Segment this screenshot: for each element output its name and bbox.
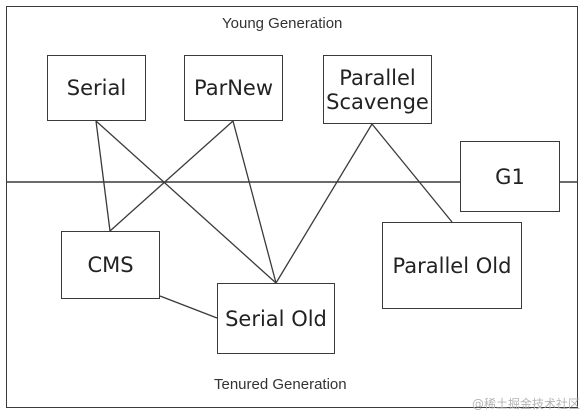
g1-collector-box: G1: [460, 141, 560, 212]
diagram-frame: [6, 6, 578, 408]
connector-parnew-cms: [109, 120, 234, 232]
connector-cms-serial-old: [159, 295, 218, 319]
tenured-generation-label: Tenured Generation: [214, 376, 347, 393]
parnew-collector-box: ParNew: [184, 55, 283, 121]
parallel-old-collector-box: Parallel Old: [382, 222, 522, 309]
serial-old-collector-box: Serial Old: [217, 283, 335, 354]
cms-collector-box: CMS: [61, 231, 160, 299]
connector-parallel-scavenge-parallel-old: [371, 123, 453, 223]
connector-parnew-serial-old: [232, 120, 277, 284]
young-generation-label: Young Generation: [222, 15, 343, 32]
parallel-scavenge-collector-box: Parallel Scavenge: [323, 55, 432, 124]
connector-serial-serial-old: [95, 120, 277, 284]
connector-serial-cms: [95, 120, 111, 232]
connector-parallel-scavenge-serial-old: [275, 123, 373, 284]
watermark: @稀土掘金技术社区: [471, 397, 580, 411]
serial-collector-box: Serial: [47, 55, 146, 121]
